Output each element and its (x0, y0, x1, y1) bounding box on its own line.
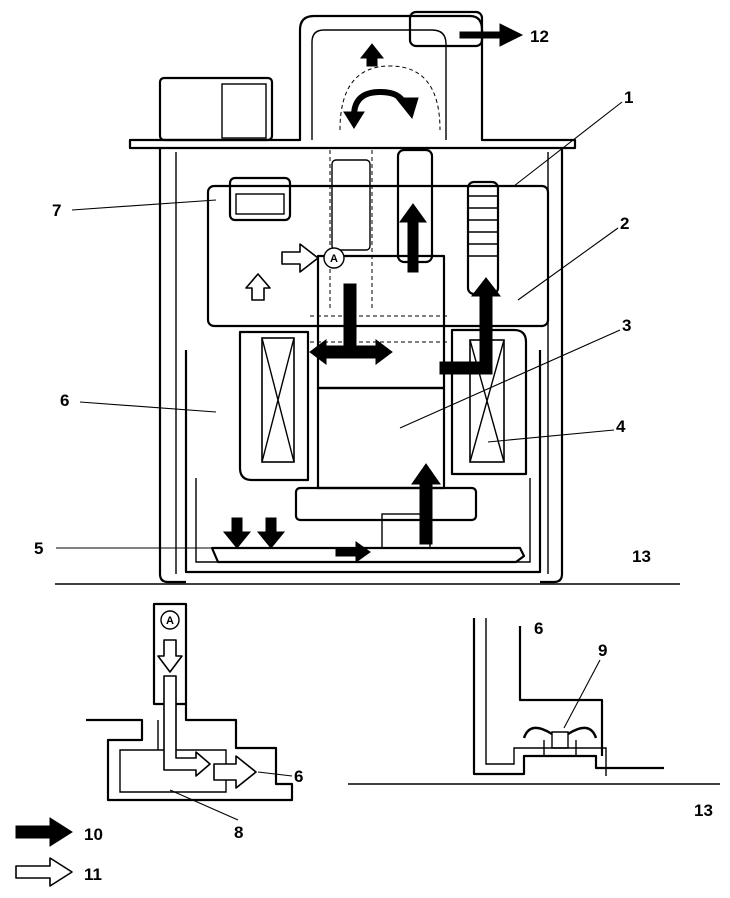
callout-7: 7 (52, 201, 61, 220)
fuel-filter-body (206, 184, 550, 328)
legend-hollow-arrow-label: 11 (84, 865, 102, 884)
return-loop (339, 65, 441, 131)
leader-7 (71, 199, 217, 211)
flow-arrow-down-2 (256, 517, 286, 549)
flow-arrow-down-1 (222, 517, 252, 549)
pressure-regulator-inner (235, 193, 285, 215)
leader-2 (517, 227, 619, 301)
outlet-neck (311, 29, 447, 140)
detail-right-cup (485, 618, 607, 776)
detail-right-valve (543, 731, 577, 757)
bellows-ribs (468, 195, 498, 257)
flow-arrow-return-head (394, 97, 419, 120)
reservoir-cup (184, 350, 542, 574)
detail-right-wall (472, 618, 664, 776)
pressure-regulator (228, 176, 292, 222)
flow-arrow-l-shape (439, 277, 502, 375)
callout-12: 12 (530, 27, 549, 46)
flow-arrow-plate-right (335, 541, 371, 563)
callout-9: 9 (598, 641, 607, 660)
left-coil-cross (261, 337, 295, 463)
detail-a-body (86, 704, 294, 802)
legend-hollow-arrow (15, 857, 73, 887)
callout-6-detail-right: 6 (534, 619, 543, 638)
jet-pump-plate (210, 546, 526, 564)
pump-motor-upper (316, 254, 446, 390)
top-left-bracket-inner (221, 83, 267, 139)
left-corrugated-hose (329, 150, 373, 310)
callout-13-main: 13 (632, 547, 651, 566)
flow-arrow-to-a (281, 243, 319, 273)
legend-solid-arrow (15, 817, 73, 847)
leader-4 (487, 429, 615, 443)
flow-arrow-t-stem (343, 283, 357, 347)
flow-arrow-neck-up (359, 43, 385, 67)
right-coil-housing (450, 328, 528, 476)
detail-marker-a-main (323, 247, 345, 269)
callout-3: 3 (622, 316, 631, 335)
leader-6-detail-left (257, 771, 293, 777)
housing-left-wall (158, 148, 186, 584)
legend: 10 11 (15, 817, 103, 887)
pump-motor-base (294, 486, 478, 522)
detail-a-right-arrow (213, 755, 257, 789)
callout-13-detail-right: 13 (694, 801, 713, 820)
top-left-bracket (158, 76, 274, 142)
detail-right-curl-right (567, 726, 598, 739)
legend-solid-arrow-label: 10 (84, 825, 103, 844)
leader-3 (399, 329, 621, 429)
main-assembly (55, 10, 680, 585)
detail-right-reservoir (518, 626, 604, 756)
callout-8: 8 (234, 823, 243, 842)
detail-check-valve-view: 9 6 13 (348, 618, 720, 820)
flow-arrow-filter-up (399, 203, 427, 273)
flow-arrow-outlet (459, 23, 524, 47)
leader-8 (169, 789, 239, 821)
flow-arrow-t-bar (309, 339, 393, 365)
detail-a-inner (119, 720, 227, 793)
leader-6 (79, 401, 217, 413)
housing-right-wall (540, 148, 564, 584)
detail-right-curl-left (522, 726, 553, 739)
detail-a-down-arrow (157, 639, 183, 673)
left-hose-bellows (331, 159, 371, 251)
callout-6-detail-left: 6 (294, 767, 303, 786)
flow-arrow-return-left-head (343, 111, 365, 129)
detail-marker-a-main-label: A (330, 253, 338, 265)
right-coil-cross (469, 339, 505, 463)
detail-a-view: A 6 8 (86, 602, 303, 842)
callouts-main: 1 2 3 4 5 6 7 12 13 (34, 27, 651, 566)
callout-5: 5 (34, 539, 43, 558)
flow-arrow-regulator-up (245, 273, 271, 301)
callout-2: 2 (620, 214, 629, 233)
detail-a-bend-arrow (163, 675, 211, 777)
outlet-nozzle (408, 10, 484, 48)
callout-1: 1 (624, 88, 633, 107)
left-coil-housing (238, 330, 310, 482)
detail-marker-a-detail (160, 610, 180, 630)
leader-1 (513, 101, 623, 187)
callout-6: 6 (60, 391, 69, 410)
flow-arrow-pump-up (411, 463, 441, 545)
callout-4: 4 (616, 417, 626, 436)
detail-marker-a-detail-label: A (166, 615, 174, 627)
top-flange (128, 14, 577, 150)
right-bellows (466, 180, 500, 296)
leader-9 (563, 659, 601, 729)
flow-arrows-main: A (222, 23, 524, 563)
